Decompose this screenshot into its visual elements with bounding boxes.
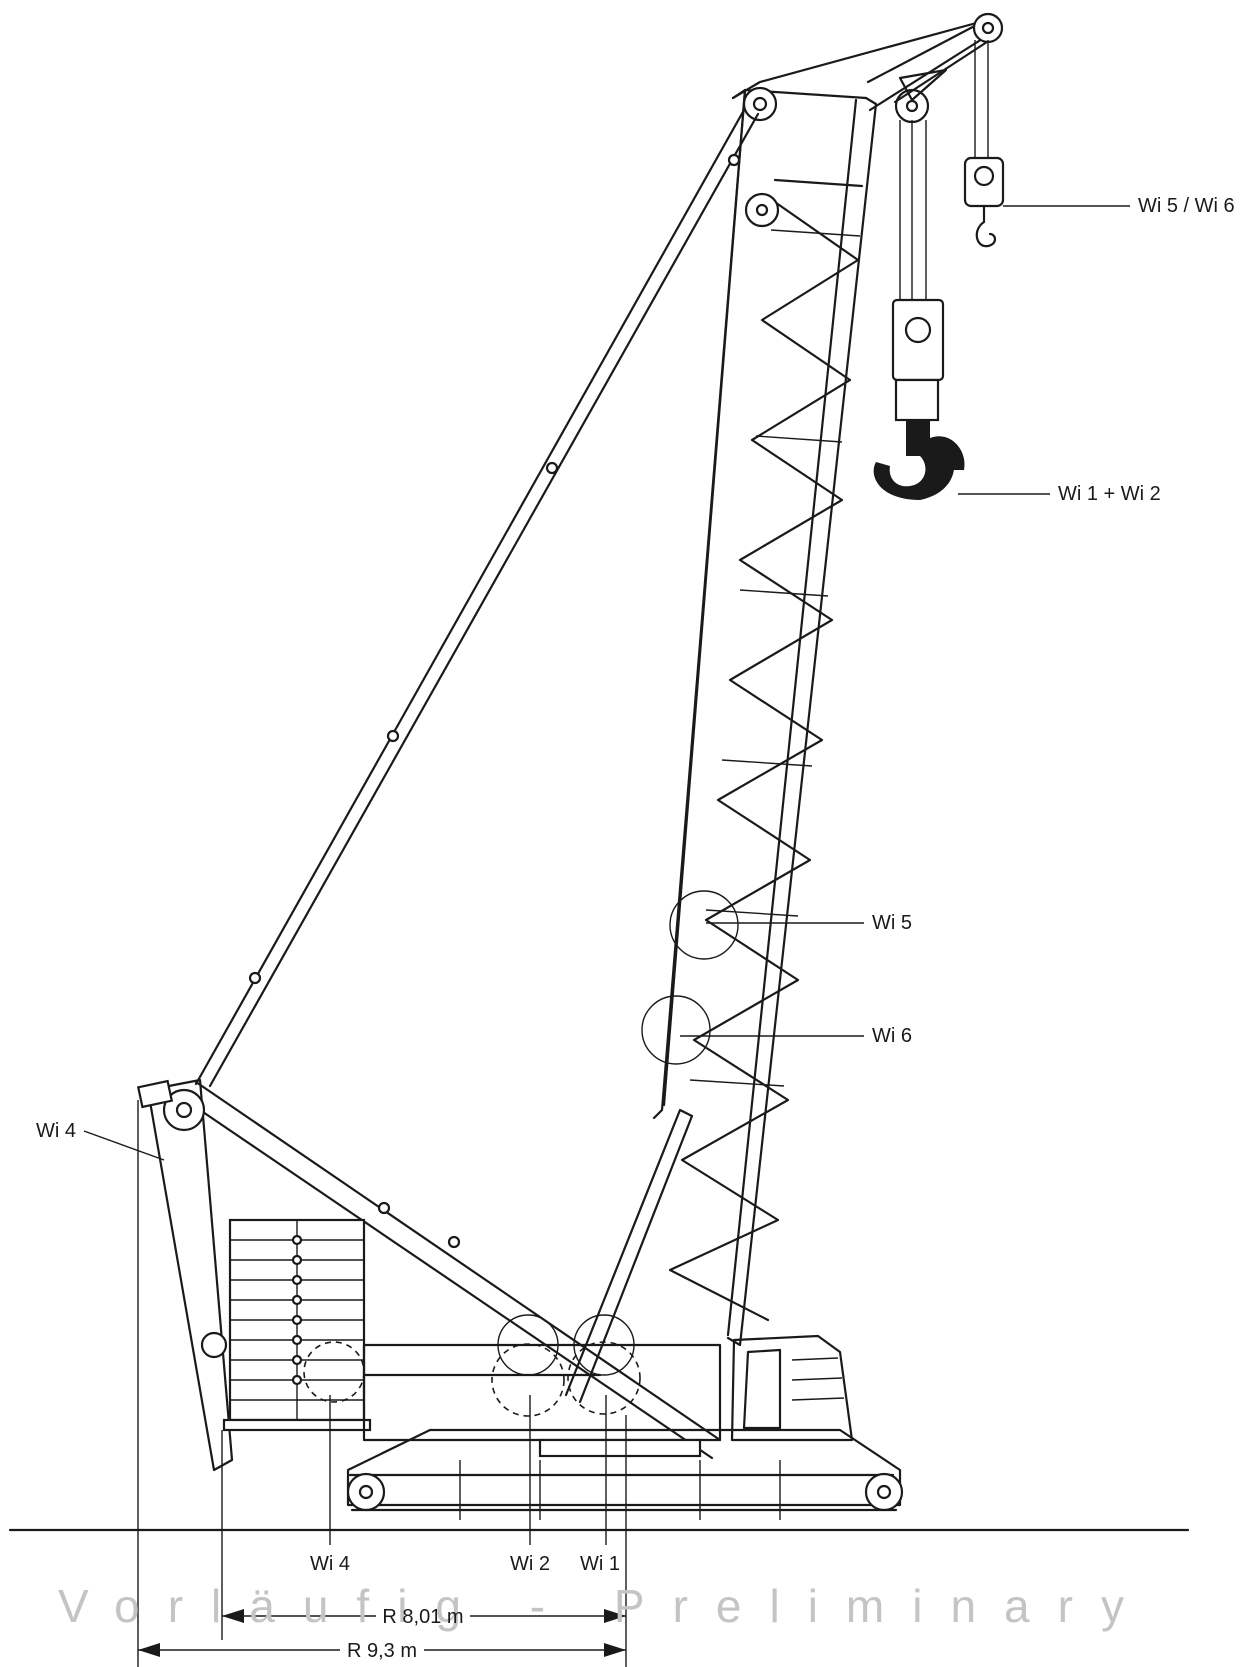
fly-jib (866, 12, 1004, 104)
mast-frame (136, 1078, 722, 1472)
small-hook-block (963, 40, 1005, 248)
main-boom (652, 20, 992, 1347)
crawler-tracks (346, 1428, 904, 1520)
label-wi4-left: Wi 4 (36, 1120, 76, 1142)
dimension-r-8-01: R 8,01 m (382, 1606, 463, 1628)
uppercarriage (200, 1314, 722, 1442)
label-wi5-wi6: Wi 5 / Wi 6 (1138, 195, 1235, 217)
wi4-leader (83, 1130, 165, 1161)
counterweight-stack (222, 1218, 372, 1432)
label-wi6: Wi 6 (872, 1025, 912, 1047)
label-wi1-bottom: Wi 1 (580, 1553, 620, 1575)
label-wi1-wi2: Wi 1 + Wi 2 (1058, 483, 1161, 505)
label-wi2-bottom: Wi 2 (510, 1553, 550, 1575)
main-hook-block (873, 120, 965, 500)
label-wi4-bottom: Wi 4 (310, 1553, 350, 1575)
watermark: Vorläufig - Preliminary (58, 1580, 1152, 1632)
dimension-lines (137, 1100, 627, 1667)
label-wi5: Wi 5 (872, 912, 912, 934)
pendant-lines (194, 108, 760, 1088)
boom-winch-drums (641, 890, 739, 1065)
operator-cab (730, 1334, 854, 1442)
dimension-r-9-3: R 9,3 m (347, 1640, 417, 1662)
